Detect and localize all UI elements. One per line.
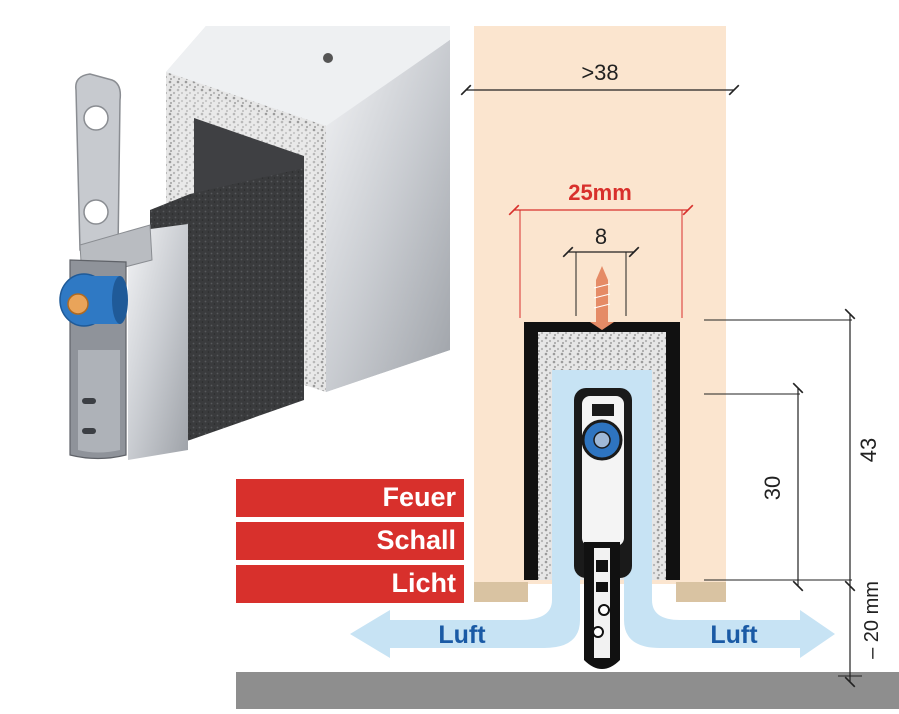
badge-light: Licht [236,565,464,603]
dim-total-height-label: 43 [856,438,881,462]
mounting-hole-icon [323,53,333,63]
dim-drop-label: – 20 mm [861,581,883,659]
dim-inner-height-label: 30 [760,476,785,500]
dim-door-width-label: >38 [581,60,618,85]
air-label-right: Luft [710,621,758,649]
inner-strip [128,224,188,460]
badge-sound-label: Schall [376,525,456,555]
door-foot-right [676,582,726,602]
dim-total-height: 43 [704,308,881,592]
screw-icon [590,266,614,330]
badge-fire: Feuer [236,479,464,517]
dim-drop: – 20 mm [838,581,883,688]
dim-inner-height: 30 [704,382,804,592]
spring-plate [75,73,153,279]
badge-sound: Schall [236,522,464,560]
blue-screw-cap-icon [59,273,128,327]
dim-inner-width: 8 [562,224,640,316]
drop-seal [584,542,620,669]
air-label-left: Luft [438,621,486,649]
dim-profile-width: 25mm [508,180,694,318]
dim-profile-width-label: 25mm [568,180,632,205]
floor [236,672,899,709]
badge-fire-label: Feuer [382,482,456,512]
seal-product-photo [59,26,450,460]
dim-door-width: >38 [460,60,740,96]
badge-light-label: Licht [391,568,457,598]
door-foot-left [474,582,528,602]
sponge-seal [150,168,304,450]
blue-screw-icon [581,419,623,461]
dim-inner-width-label: 8 [595,224,607,249]
